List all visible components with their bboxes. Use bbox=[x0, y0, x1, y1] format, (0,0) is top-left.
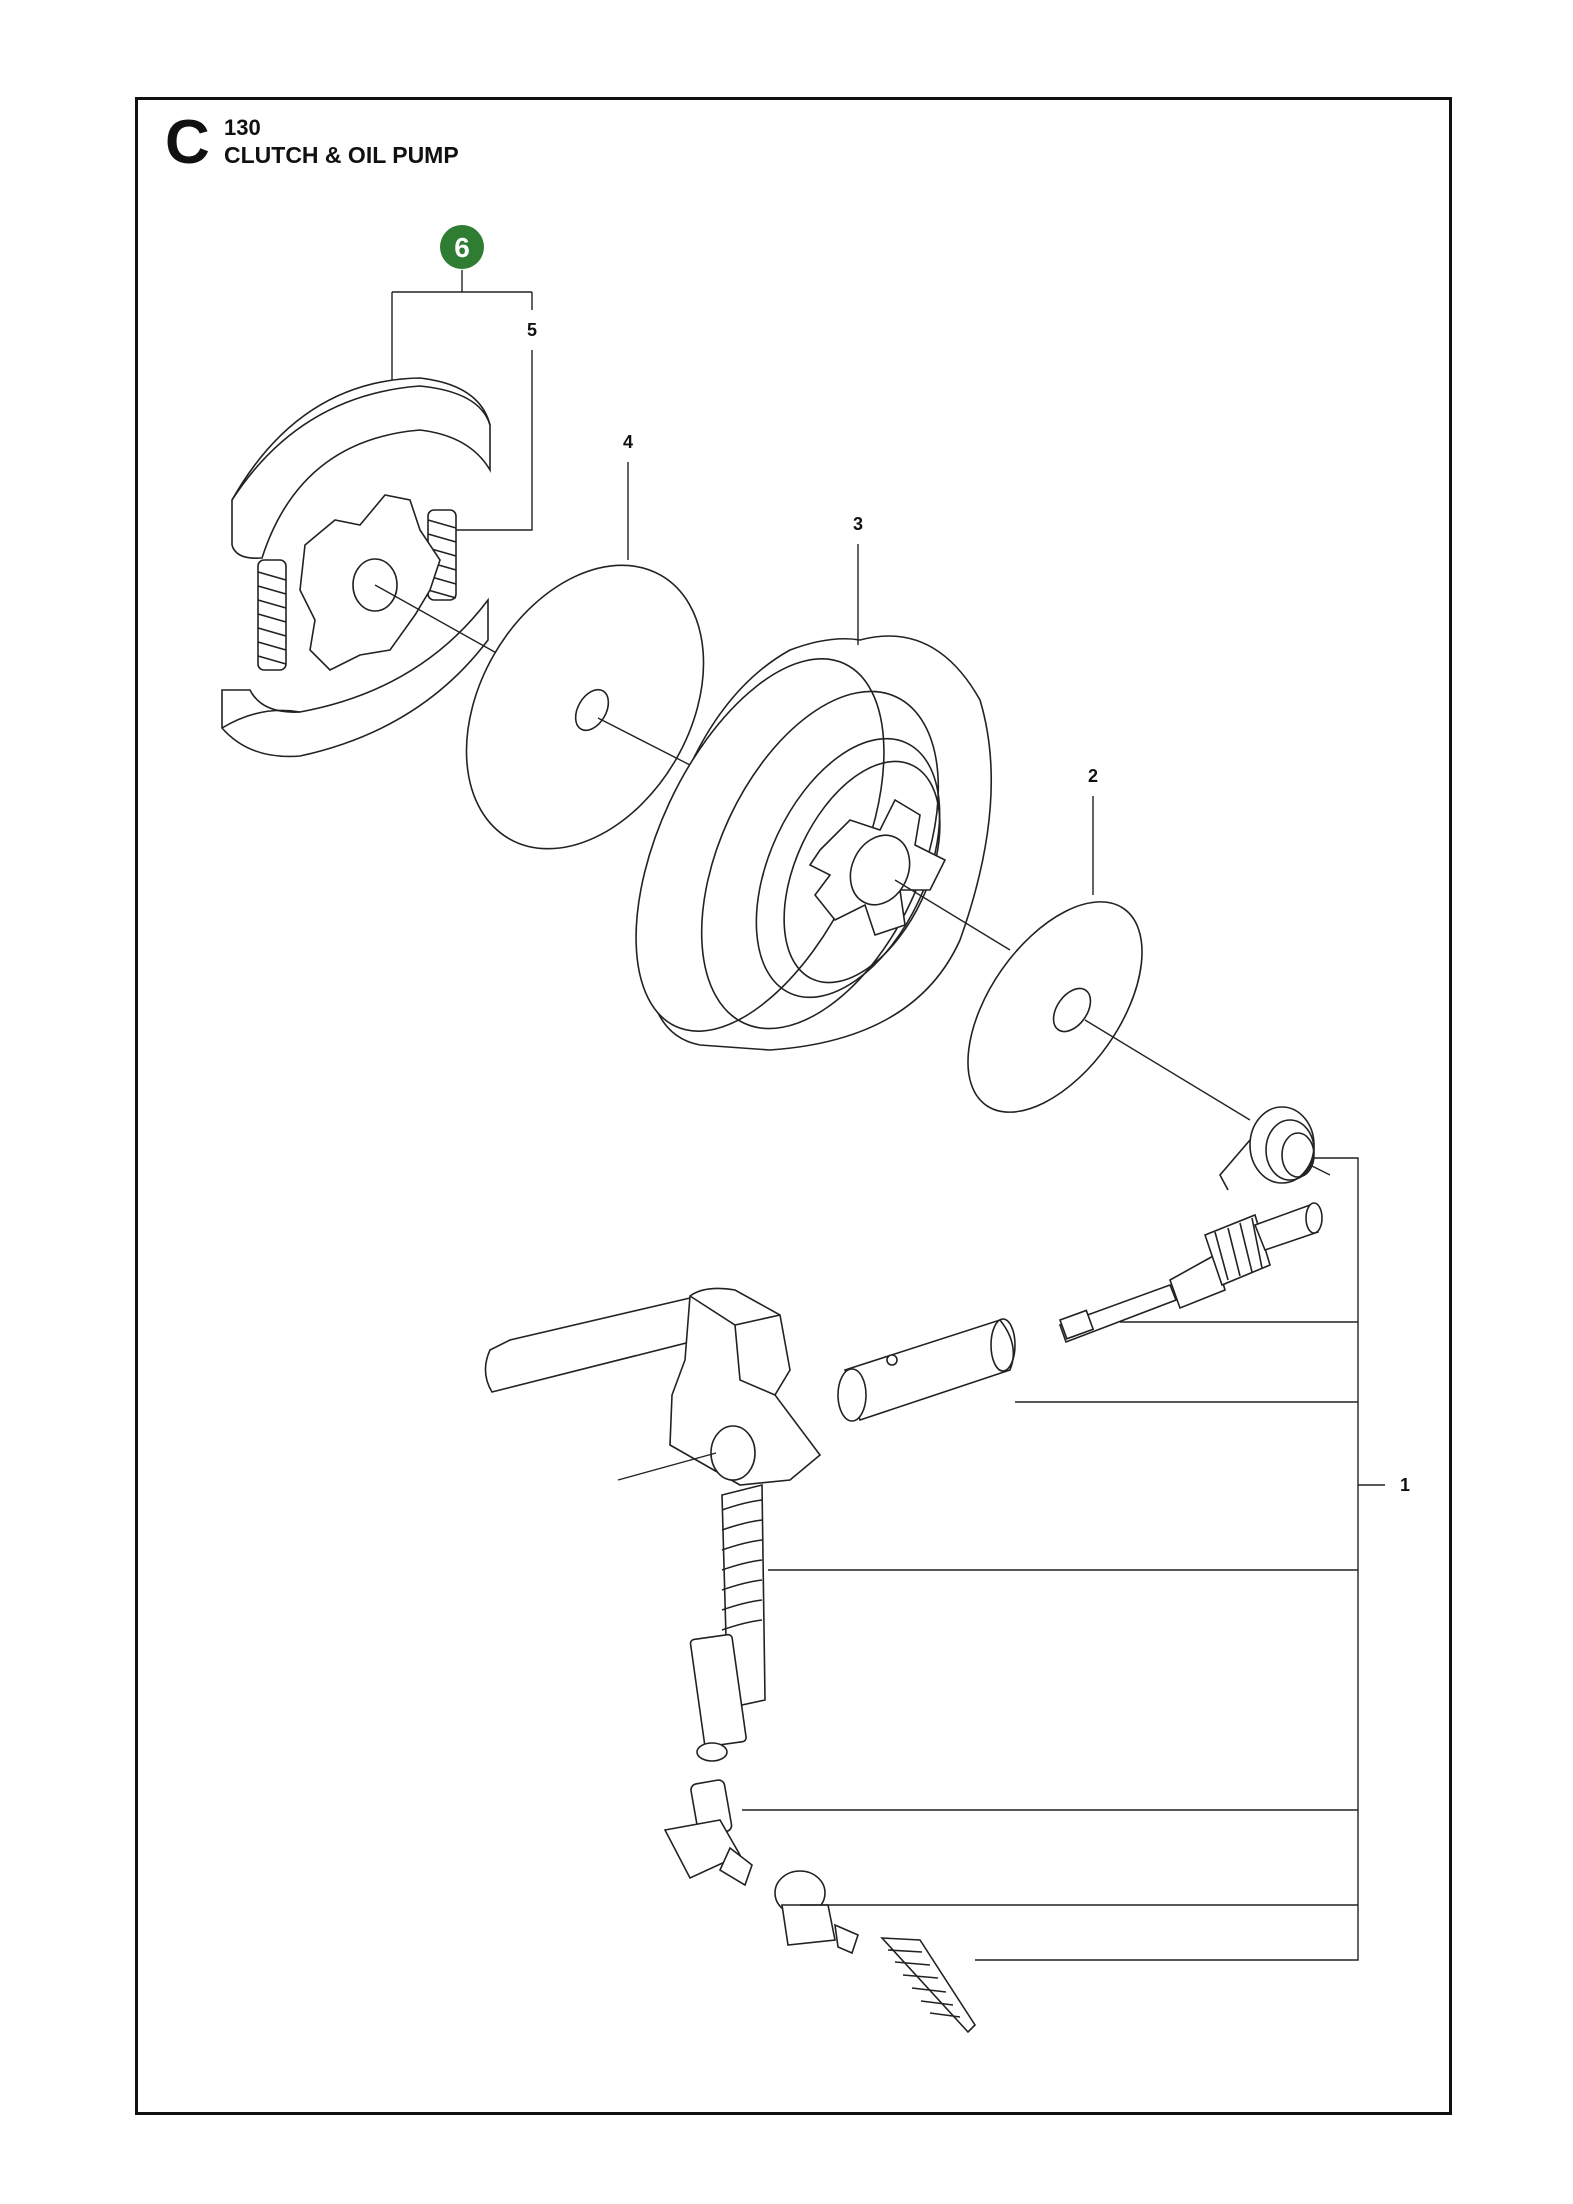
pump-screw bbox=[880, 1937, 977, 2034]
axis-line-4 bbox=[1084, 1019, 1251, 1121]
part-clutch[interactable] bbox=[221, 377, 491, 758]
callout-4: 4 bbox=[623, 432, 633, 452]
callout-1: 1 bbox=[1400, 1475, 1410, 1495]
part-washer-small[interactable] bbox=[933, 871, 1177, 1142]
sprocket-hole bbox=[849, 834, 911, 906]
kit-bracket bbox=[391, 270, 533, 380]
section-letter: C bbox=[165, 108, 210, 177]
spring-tail bbox=[1309, 1164, 1331, 1176]
clutch-shoe-upper bbox=[231, 377, 491, 560]
badge-label: 6 bbox=[454, 232, 470, 263]
callout-5: 5 bbox=[527, 320, 537, 340]
pump-hose bbox=[689, 1483, 766, 1762]
pump-spring bbox=[1219, 1106, 1315, 1191]
axis-line-5 bbox=[617, 1452, 717, 1481]
leader-5 bbox=[456, 350, 533, 531]
section-title: CLUTCH & OIL PUMP bbox=[224, 142, 459, 168]
callout-3: 3 bbox=[853, 514, 863, 534]
pump-body bbox=[484, 1287, 822, 1486]
pump-worm-shaft bbox=[1058, 1202, 1323, 1344]
section-number: 130 bbox=[224, 115, 261, 140]
part-washer-large[interactable] bbox=[418, 523, 752, 891]
part-oil-pump[interactable] bbox=[484, 1106, 1331, 2034]
pump-elbow bbox=[663, 1779, 753, 1887]
pump-nipple bbox=[774, 1870, 859, 1955]
page-frame bbox=[135, 97, 1452, 2115]
pump-plunger bbox=[837, 1318, 1016, 1422]
callout-2: 2 bbox=[1088, 766, 1098, 786]
kit-badge[interactable]: 6 bbox=[440, 225, 484, 269]
axis-line-1 bbox=[374, 584, 501, 656]
axis-line-2 bbox=[597, 717, 691, 766]
leader-1-bracket bbox=[742, 1157, 1385, 1961]
part-clutch-drum[interactable] bbox=[585, 621, 993, 1068]
clutch-spring-left bbox=[257, 559, 287, 671]
axis-line-3 bbox=[894, 879, 1011, 951]
